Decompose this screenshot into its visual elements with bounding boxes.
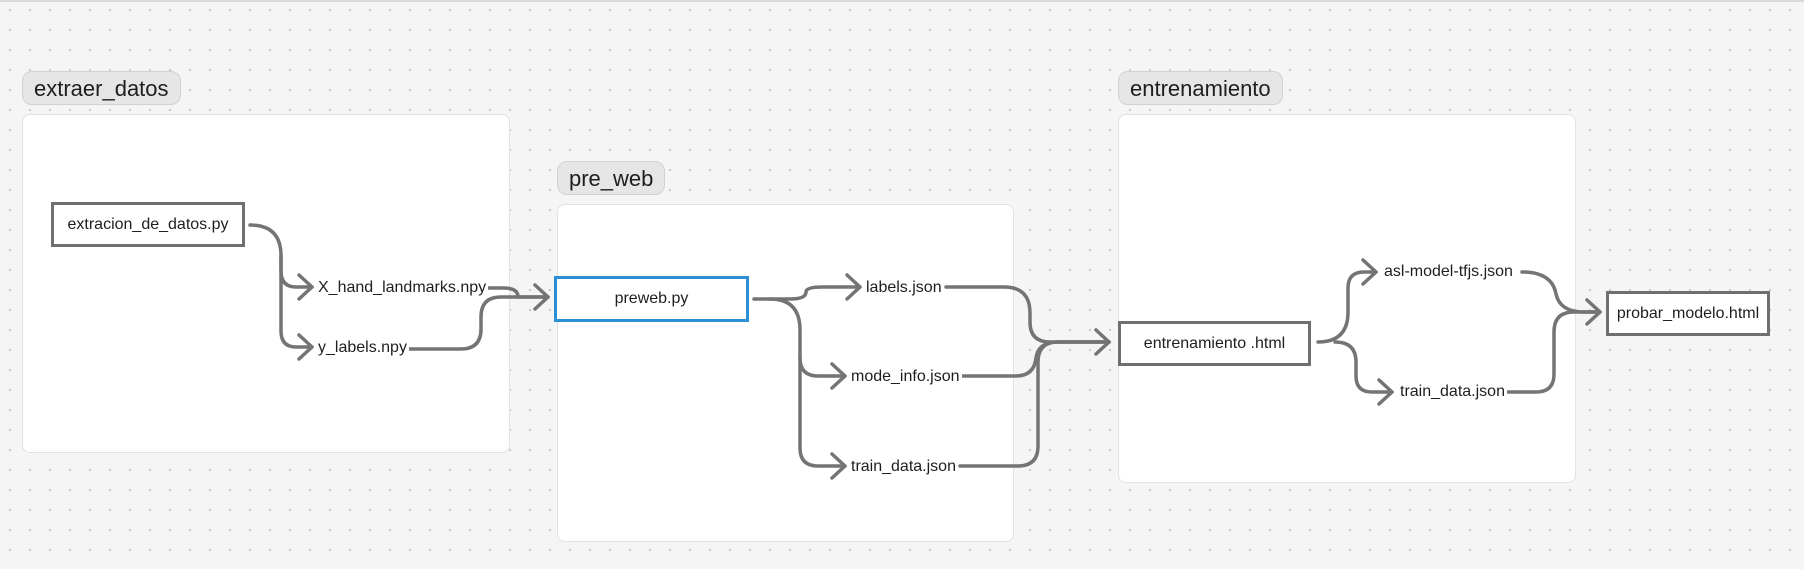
node-probar-modelo-html[interactable]: probar_modelo.html: [1606, 291, 1770, 336]
canvas-top-border: [0, 0, 1804, 2]
node-entrenamiento-html[interactable]: entrenamiento .html: [1118, 321, 1311, 366]
node-train-data-json-entrenamiento[interactable]: train_data.json: [1398, 382, 1507, 402]
node-y-labels-npy[interactable]: y_labels.npy: [316, 338, 409, 358]
node-mode-info-json[interactable]: mode_info.json: [849, 367, 962, 387]
node-preweb-py[interactable]: preweb.py: [554, 276, 749, 322]
node-extracion-de-datos-py[interactable]: extracion_de_datos.py: [51, 202, 245, 247]
node-x-hand-landmarks-npy[interactable]: X_hand_landmarks.npy: [316, 278, 489, 298]
section-label-entrenamiento[interactable]: entrenamiento: [1118, 71, 1283, 105]
node-labels-json[interactable]: labels.json: [864, 278, 944, 298]
section-panel-entrenamiento[interactable]: [1118, 114, 1576, 483]
section-label-extraer-datos[interactable]: extraer_datos: [22, 71, 181, 105]
node-train-data-json-pre-web[interactable]: train_data.json: [849, 457, 958, 477]
section-label-pre-web[interactable]: pre_web: [557, 161, 666, 195]
node-asl-model-tfjs-json[interactable]: asl-model-tfjs.json: [1382, 262, 1515, 282]
